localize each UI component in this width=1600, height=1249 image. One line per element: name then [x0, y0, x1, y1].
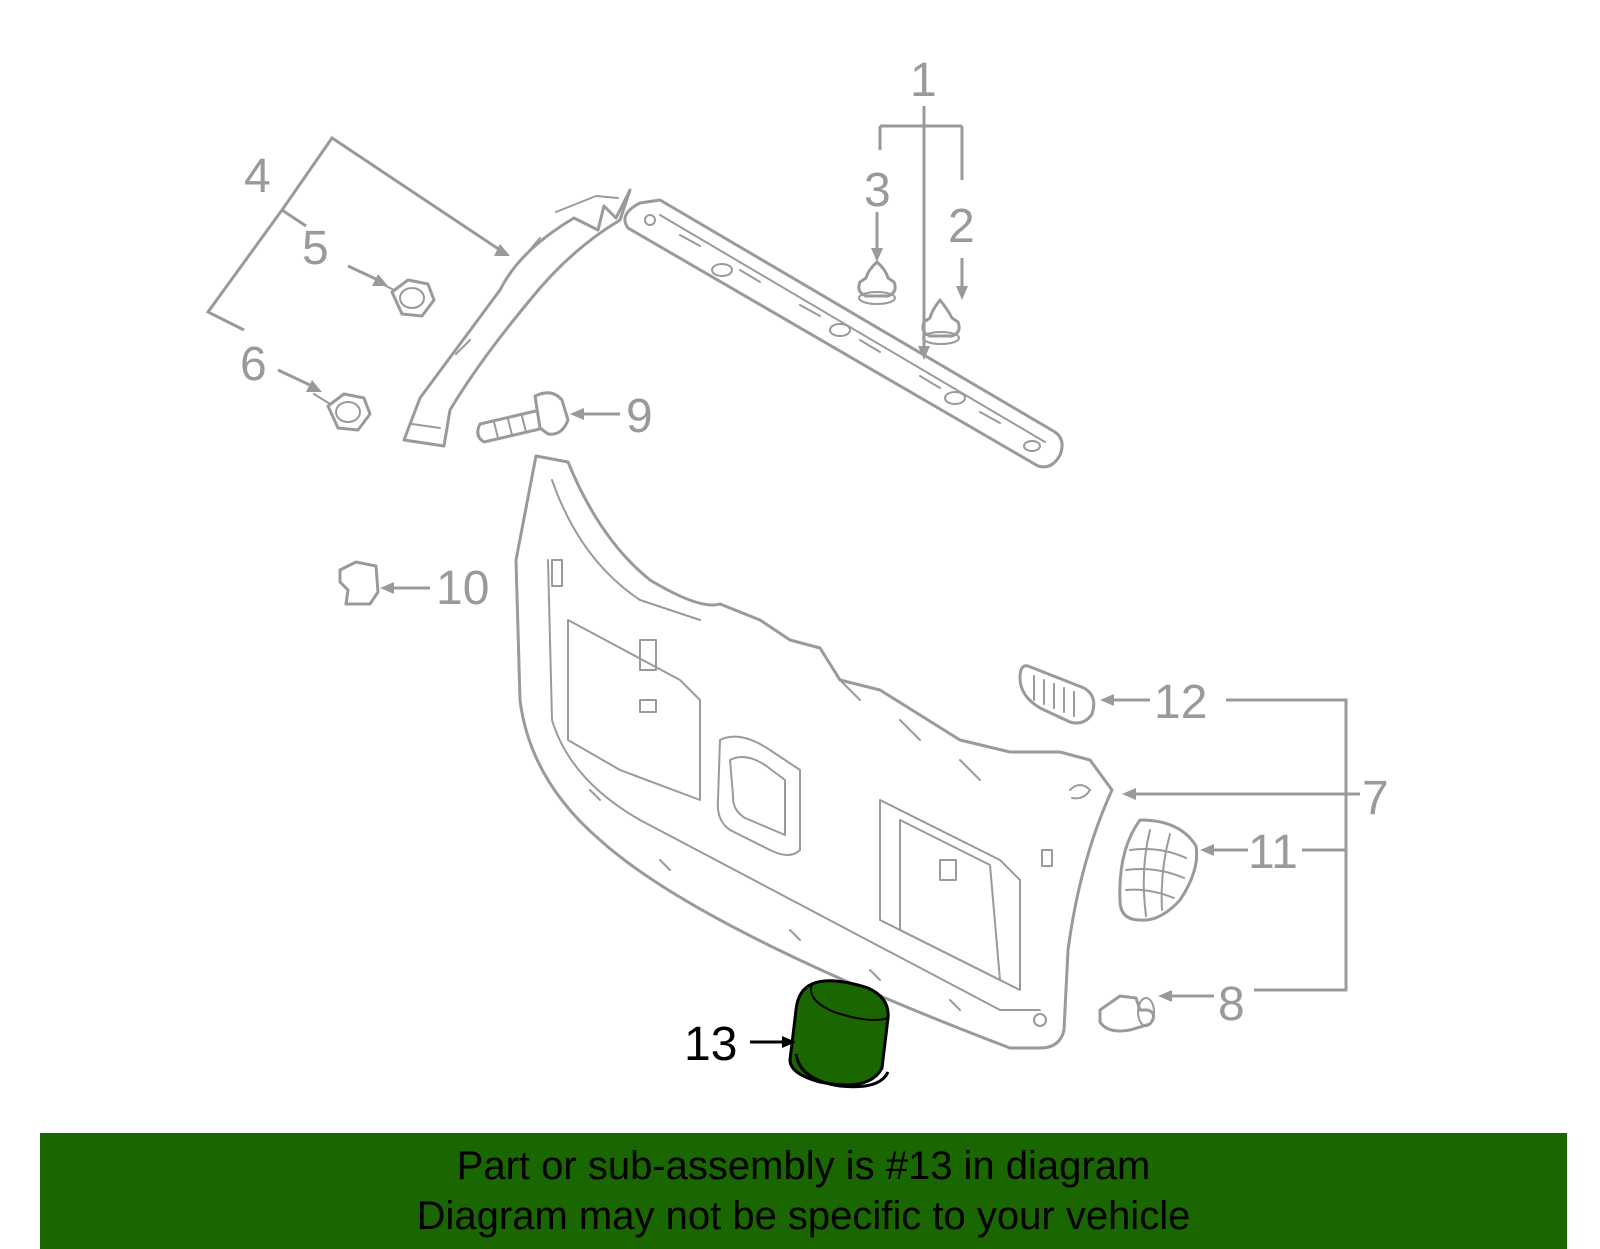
callout-6: 6	[240, 338, 267, 391]
highlighted-part-13	[788, 979, 890, 1089]
upper-trim-strip	[623, 198, 1064, 469]
banner-line-2: Diagram may not be specific to your vehi…	[416, 1194, 1191, 1238]
callout-8: 8	[1218, 978, 1245, 1031]
callout-2: 2	[948, 200, 975, 253]
nut-6	[313, 392, 372, 432]
liftgate-trim-panel	[514, 454, 1114, 1050]
callout-labels: 1 2 3 4 5 6 7 8 9 10 11 12 13	[240, 54, 1389, 1071]
callout-1: 1	[910, 54, 937, 107]
clip-8	[1098, 994, 1155, 1033]
callout-11: 11	[1248, 826, 1298, 879]
callout-5: 5	[302, 222, 329, 275]
banner-line-1: Part or sub-assembly is #13 in diagram	[456, 1144, 1151, 1188]
clip-3	[857, 260, 897, 305]
clip-2	[921, 298, 961, 345]
callout-7: 7	[1362, 772, 1389, 825]
info-banner: Part or sub-assembly is #13 in diagram D…	[40, 1133, 1567, 1249]
callout-13: 13	[684, 1018, 737, 1071]
grille-11	[1118, 818, 1199, 922]
callout-10: 10	[436, 562, 489, 615]
callout-9: 9	[626, 390, 653, 443]
side-trim-left	[402, 188, 632, 448]
bolt-9	[476, 391, 570, 444]
callout-3: 3	[864, 164, 891, 217]
leader-lines	[205, 106, 1360, 1048]
clip-10	[338, 560, 380, 606]
callout-4: 4	[244, 150, 271, 203]
grille-12	[1018, 664, 1096, 725]
callout-12: 12	[1154, 676, 1207, 729]
